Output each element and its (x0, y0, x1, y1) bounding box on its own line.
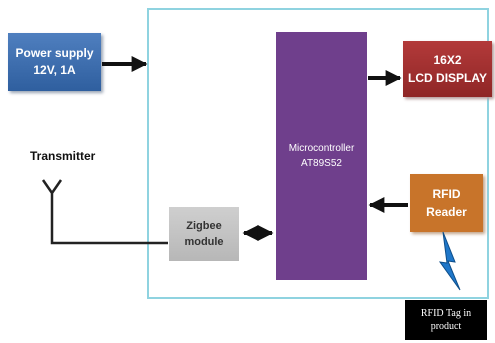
wireless-signal-icon (438, 231, 461, 291)
system-boundary (147, 8, 489, 299)
rfid-reader-label: RFID Reader (426, 187, 467, 219)
microcontroller-label: Microcontroller AT89S52 (288, 143, 355, 169)
microcontroller-block: Microcontroller AT89S52 (276, 32, 367, 280)
rfid-reader-block: RFID Reader (410, 174, 483, 232)
transmitter-label: Transmitter (30, 149, 96, 163)
antenna-icon (41, 179, 168, 245)
power-supply-label: Power supply 12V, 1A (15, 46, 94, 77)
lcd-display-block: 16X2 LCD DISPLAY (403, 41, 492, 97)
zigbee-module-block: Zigbee module (169, 207, 239, 261)
power-supply-block: Power supply 12V, 1A (8, 33, 101, 91)
rfid-tag-label: RFID Tag in product (420, 308, 472, 332)
rfid-tag-block: RFID Tag in product (405, 300, 487, 340)
lcd-display-label: 16X2 LCD DISPLAY (408, 53, 487, 85)
zigbee-module-label: Zigbee module (184, 220, 224, 248)
